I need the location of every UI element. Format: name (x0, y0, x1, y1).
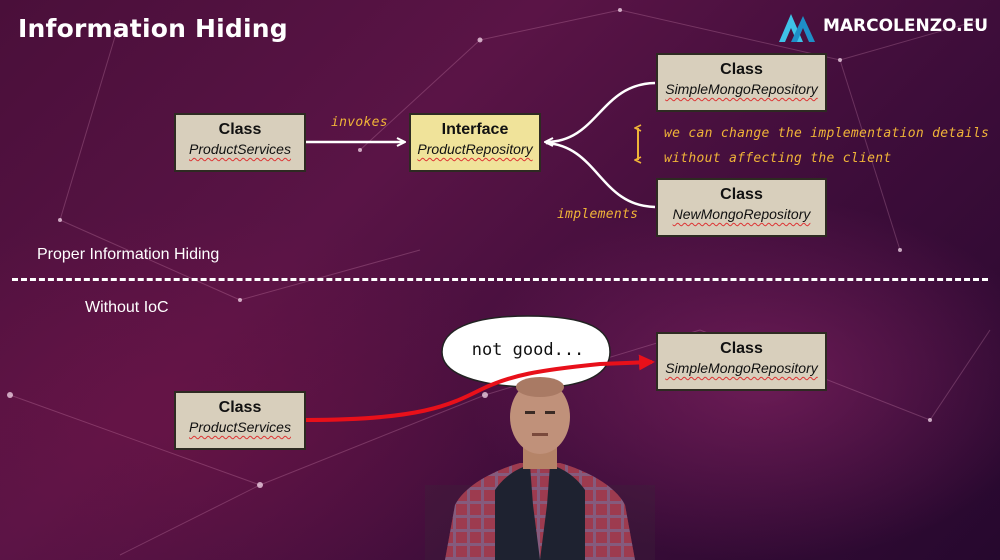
invokes-label: invokes (331, 115, 388, 130)
speech-bubble-text: not good... (471, 340, 585, 360)
box-kind-label: Class (720, 61, 763, 78)
implements-label: implements (557, 207, 639, 222)
implements-curve-top (546, 81, 656, 142)
mountain-logo-icon (778, 14, 815, 42)
box-kind-label: Class (218, 121, 262, 138)
presenter-photo (425, 377, 655, 560)
client-class-box-bottom[interactable]: Class ProductServices (174, 391, 306, 450)
box-class-name: NewMongoRepository (672, 206, 811, 222)
implementation-note-line1: we can change the implementation details (664, 126, 990, 141)
box-kind-label: Interface (441, 121, 509, 138)
box-kind-label: Class (720, 340, 763, 357)
brand-logo: MARCOLENZO.EU (777, 8, 988, 44)
proper-information-hiding-label: Proper Information Hiding (37, 246, 220, 263)
new-mongo-repository-box[interactable]: Class NewMongoRepository (656, 178, 827, 237)
slide-title: Information Hiding (18, 14, 288, 43)
implementation-note-line2: without affecting the client (664, 151, 892, 166)
box-class-name: ProductRepository (417, 141, 533, 157)
box-kind-label: Class (720, 186, 763, 203)
direct-dependency-arrow (305, 354, 655, 422)
box-class-name: SimpleMongoRepository (665, 81, 818, 97)
box-class-name: ProductServices (189, 419, 291, 435)
box-class-name: SimpleMongoRepository (665, 360, 818, 376)
client-class-box[interactable]: Class ProductServices (174, 113, 306, 172)
brand-name: MARCOLENZO.EU (822, 16, 988, 36)
implements-curve-bottom (545, 141, 656, 209)
section-divider (12, 278, 988, 281)
simple-mongo-repository-box-bottom[interactable]: Class SimpleMongoRepository (656, 332, 827, 391)
without-ioc-label: Without IoC (85, 299, 169, 316)
simple-mongo-repository-box[interactable]: Class SimpleMongoRepository (656, 53, 827, 112)
interface-box[interactable]: Interface ProductRepository (409, 113, 541, 172)
box-kind-label: Class (218, 399, 262, 416)
box-class-name: ProductServices (189, 141, 291, 157)
